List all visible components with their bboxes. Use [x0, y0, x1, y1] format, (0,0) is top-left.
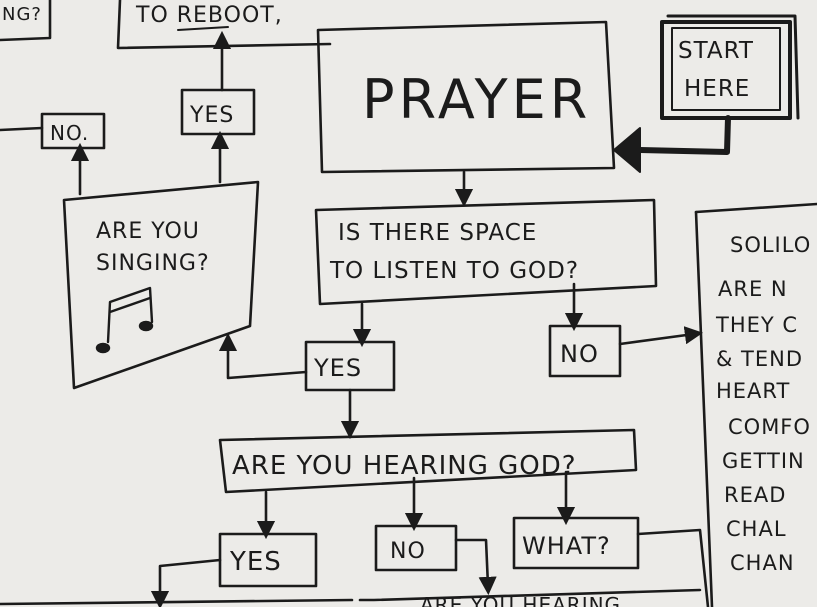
no-to-sidenote-arrow: [618, 326, 704, 346]
singing-question-box: [62, 180, 260, 390]
space-question-line2: TO LISTEN TO GOD?: [329, 258, 579, 284]
singing-question-line2: SINGING?: [96, 251, 210, 276]
side-note-text: SOLILO ARE N THEY C & TEND HEART COMFO G…: [715, 233, 811, 575]
singing-yes-label: YES: [189, 103, 234, 128]
side-note-line: CHAL: [726, 517, 787, 541]
side-note-line: READ: [724, 483, 786, 507]
prayer-label: PRAYER: [362, 68, 591, 131]
hearing-what-box: [512, 516, 640, 570]
side-note-line: ARE N: [718, 277, 788, 301]
side-note-line: SOLILO: [730, 233, 811, 257]
hearing-yes-label: YES: [229, 547, 282, 577]
side-note-line: COMFO: [728, 415, 811, 439]
side-note-line: THEY C: [715, 313, 798, 337]
start-here-box: [660, 14, 800, 120]
side-note-line: CHAN: [730, 551, 795, 575]
top-reboot-label: TO REBOOT,: [135, 3, 283, 28]
start-label-line2: HERE: [684, 76, 750, 102]
yes-to-singing-arrow: [218, 332, 308, 380]
side-note-line: HEART: [716, 379, 790, 403]
side-note-line: & TEND: [716, 347, 803, 371]
singing-no-label: NO.: [50, 121, 89, 145]
space-yes-label: YES: [313, 354, 362, 382]
top-left-fragment-label: NG?: [2, 4, 42, 25]
bottom-fragment-label: ARE YOU HEARING: [420, 593, 621, 607]
space-no-box: [548, 324, 622, 378]
space-no-label: NO: [560, 340, 599, 368]
hearing-no-box: [374, 524, 458, 572]
start-label-line1: START: [678, 38, 754, 64]
start-to-prayer-arrow: [613, 115, 731, 173]
singing-question-line1: ARE YOU: [96, 219, 200, 244]
hearing-no-label: NO: [390, 539, 426, 564]
space-question-box: [314, 198, 658, 306]
space-question-line1: IS THERE SPACE: [338, 220, 537, 246]
side-note-line: GETTIN: [722, 449, 805, 473]
hearing-question-label: ARE YOU HEARING GOD?: [232, 451, 577, 481]
top-left-fragment-box: [0, 0, 52, 42]
side-note-panel: [694, 202, 817, 214]
singing-no-box: [40, 112, 106, 150]
singing-yes-box: [180, 88, 256, 136]
prayer-box: [316, 20, 616, 174]
top-reboot-box: [116, 0, 332, 50]
hearing-what-label: WHAT?: [522, 532, 611, 560]
music-note-icon: [95, 286, 154, 354]
hearing-question-box: [218, 428, 638, 494]
